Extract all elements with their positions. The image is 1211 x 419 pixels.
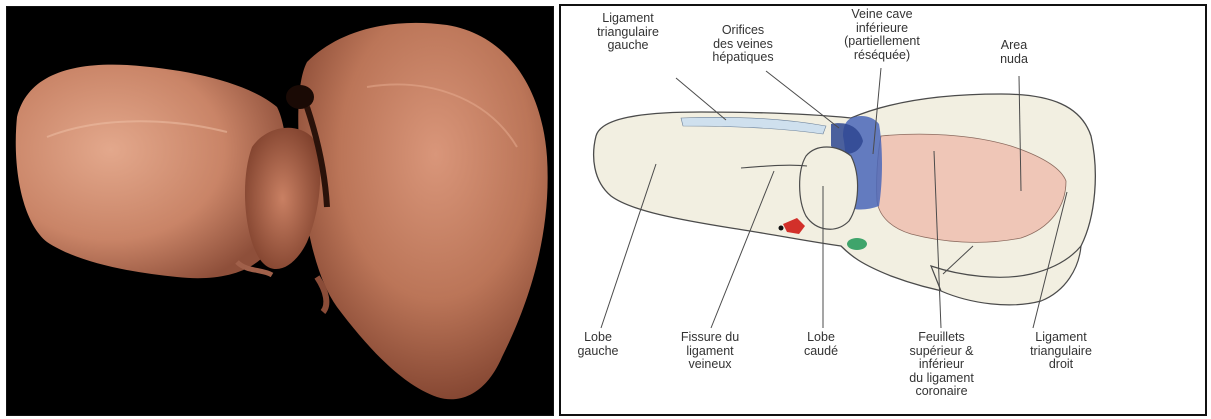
label-veine-cave-inferieure: Veine cave inférieure (partiellement rés… <box>827 8 937 62</box>
label-feuillets-ligament-coronaire: Feuillets supérieur & inférieur du ligam… <box>889 331 994 399</box>
liver-specimen-photo <box>6 6 554 416</box>
liver-anatomy-diagram: Ligament triangulaire gauche Orifices de… <box>559 4 1207 416</box>
green-structure <box>847 238 867 250</box>
caudate-lobe-shape <box>800 147 858 229</box>
label-fissure-ligament-veineux: Fissure du ligament veineux <box>665 331 755 372</box>
label-ligament-triangulaire-droit: Ligament triangulaire droit <box>1011 331 1111 372</box>
label-orifices-veines-hepatiques: Orifices des veines hépatiques <box>693 24 793 65</box>
label-lobe-caude: Lobe caudé <box>786 331 856 358</box>
vena-cava-opening-photo <box>286 85 314 109</box>
label-lobe-gauche: Lobe gauche <box>563 331 633 358</box>
label-ligament-triangulaire-gauche: Ligament triangulaire gauche <box>573 12 683 53</box>
liver-photo-drawing <box>7 7 553 415</box>
left-lobe-photo <box>16 65 287 279</box>
label-area-nuda: Area nuda <box>979 39 1049 66</box>
